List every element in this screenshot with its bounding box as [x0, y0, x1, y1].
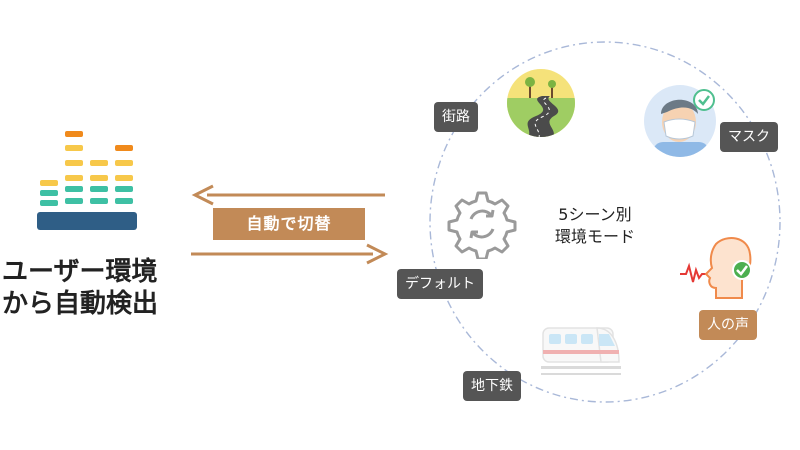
- center-text: 5シーン別 環境モード: [530, 204, 660, 248]
- auto-switch-label: 自動で切替: [213, 208, 365, 240]
- arrows: [191, 184, 389, 265]
- main-title-line2: から自動検出: [2, 289, 159, 319]
- scene-label-mask: マスク: [720, 122, 778, 152]
- scene-label-street: 街路: [434, 102, 478, 132]
- scene-label-voice: 人の声: [699, 310, 757, 340]
- main-title-line1: ユーザー環境: [2, 257, 158, 287]
- scene-cycle: [429, 41, 781, 403]
- speaking-head-icon: [680, 237, 752, 299]
- left-arrowhead: [191, 184, 214, 206]
- main-title: ユーザー環境 から自動検出: [2, 256, 158, 320]
- train-icon: [541, 327, 621, 375]
- masked-person-icon: [644, 85, 716, 157]
- scene-label-default: デフォルト: [397, 269, 483, 299]
- gear-sync-icon: [447, 191, 517, 259]
- equalizer-icon: [37, 131, 137, 230]
- center-line1: 5シーン別: [558, 205, 632, 224]
- road-icon: [507, 69, 575, 137]
- scene-label-subway: 地下鉄: [463, 371, 521, 401]
- center-line2: 環境モード: [554, 227, 635, 246]
- right-arrowhead: [366, 243, 389, 265]
